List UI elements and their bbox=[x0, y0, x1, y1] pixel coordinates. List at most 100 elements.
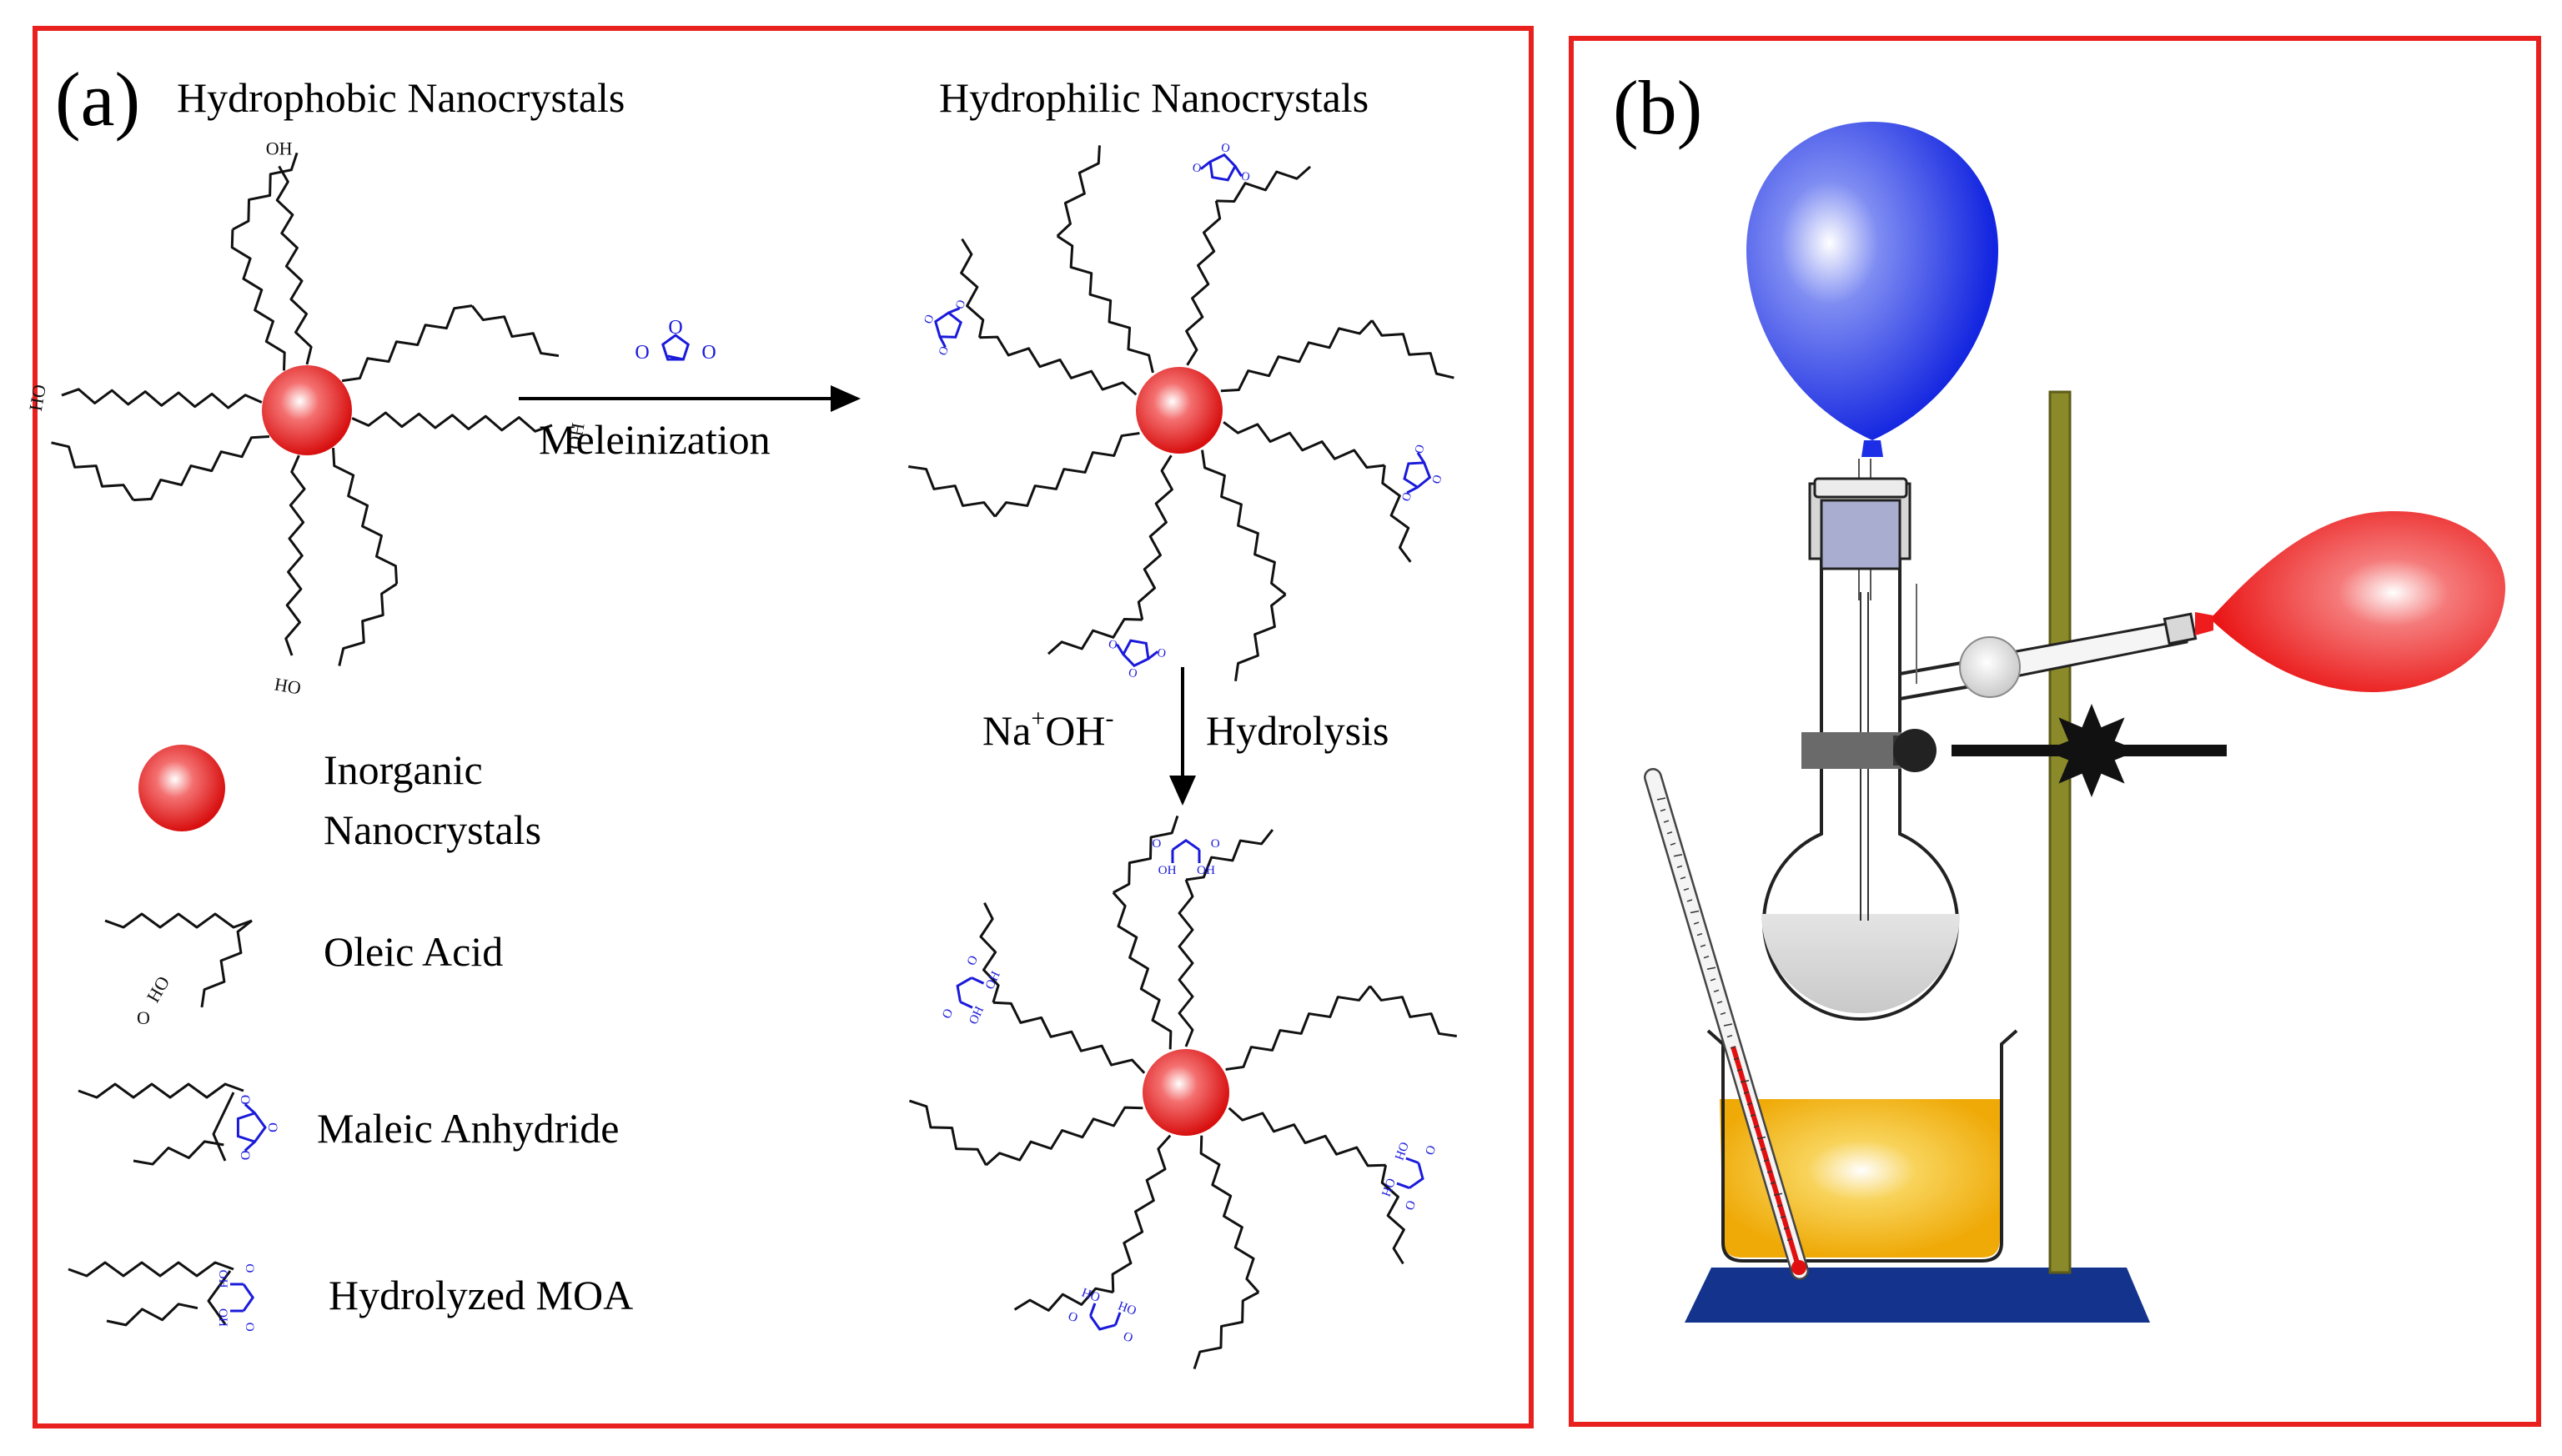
hydroxyl-label: OH bbox=[1080, 1285, 1102, 1304]
carbonyl-oxygen-label: O bbox=[1156, 645, 1167, 660]
alkyl-tail bbox=[1380, 1164, 1405, 1265]
base-label: Na+OH- bbox=[982, 705, 1113, 754]
carbonyl-oxygen-label: O bbox=[964, 953, 981, 967]
alkyl-tail bbox=[1056, 145, 1101, 238]
carbonyl-oxygen-label: O bbox=[137, 1007, 150, 1028]
thermometer-tick bbox=[1663, 820, 1670, 823]
hydrolyzed-chain bbox=[1112, 891, 1173, 1050]
carbonyl-oxygen-label: O bbox=[1240, 169, 1251, 184]
stand-rod bbox=[2048, 390, 2072, 1274]
oleic-chain bbox=[351, 411, 553, 433]
thermometer-tick bbox=[1720, 1012, 1726, 1016]
alkyl-tail bbox=[1047, 617, 1143, 655]
carboxyl-label: HO bbox=[143, 972, 174, 1006]
nanocrystal-core bbox=[1136, 367, 1223, 454]
hydrophilic-title: Hydrophilic Nanocrystals bbox=[939, 74, 1369, 121]
oleic-chain bbox=[341, 304, 473, 383]
maleinized-chain bbox=[1185, 200, 1222, 366]
carbonyl-oxygen-label: O bbox=[243, 1323, 257, 1332]
legend-inorganic-line2: Nanocrystals bbox=[324, 806, 541, 853]
carbonyl-oxygen-label: O bbox=[1122, 1328, 1135, 1345]
hydroxyl-label: OH bbox=[216, 1270, 230, 1288]
oleic-chain bbox=[275, 165, 313, 365]
maleinized-chain bbox=[993, 432, 1140, 518]
oleic-chain bbox=[470, 304, 560, 358]
ring-oxygen-label: O bbox=[668, 317, 682, 339]
carboxyl-label: OH bbox=[273, 674, 303, 699]
hydrolyzed-chain bbox=[1225, 985, 1372, 1071]
thermometer-tick bbox=[1756, 1136, 1766, 1140]
thermometer-tick bbox=[1700, 944, 1706, 947]
thermometer-tick bbox=[1780, 1215, 1786, 1219]
carbonyl-oxygen-label: O bbox=[238, 1095, 253, 1105]
thermometer-tick bbox=[1673, 854, 1683, 857]
alkyl-chain bbox=[207, 1270, 232, 1325]
carbonyl-oxygen-label: O bbox=[1067, 1308, 1080, 1325]
thermometer-tick bbox=[1666, 831, 1673, 835]
hydrolysis-label: Hydrolysis bbox=[1206, 707, 1389, 754]
synthesis-apparatus bbox=[1644, 122, 2505, 1323]
carbonyl-oxygen-label: O bbox=[238, 1150, 253, 1160]
thermometer-tick bbox=[1773, 1192, 1783, 1196]
thermometer-tick bbox=[1726, 1034, 1733, 1038]
hydrolyzed-chain bbox=[985, 1106, 1143, 1167]
thermometer-tick bbox=[1656, 797, 1666, 801]
oleic-chain bbox=[51, 441, 135, 501]
round-bottom-flask bbox=[1761, 459, 2198, 1021]
hydroxyl-label: OH bbox=[1379, 1177, 1398, 1198]
red-balloon bbox=[2195, 511, 2505, 693]
thermometer-tick bbox=[1753, 1125, 1760, 1128]
ring-oxygen-label: O bbox=[1128, 665, 1138, 680]
thermometer-tick bbox=[1693, 921, 1700, 925]
alkyl-tail bbox=[908, 1099, 987, 1166]
flask-solution bbox=[1761, 914, 1960, 1013]
ring-oxygen-label: O bbox=[265, 1122, 280, 1132]
stand-base bbox=[1685, 1268, 2150, 1323]
anhydride-ring-icon: OOO bbox=[1108, 636, 1167, 680]
thermometer-tick bbox=[1733, 1057, 1740, 1061]
thermometer-tick bbox=[1776, 1204, 1783, 1207]
oleic-chain bbox=[104, 912, 253, 929]
carbonyl-oxygen-label: O bbox=[953, 299, 969, 311]
ring-oxygen-label: O bbox=[1220, 141, 1231, 156]
alkyl-chain bbox=[133, 1140, 224, 1166]
thermometer-tick bbox=[1750, 1113, 1756, 1117]
carboxyl-label: HO bbox=[564, 421, 589, 451]
alkyl-tail bbox=[1113, 815, 1179, 894]
carbonyl-oxygen-label: O bbox=[1422, 1143, 1439, 1157]
thermometer-tick bbox=[1723, 1023, 1733, 1027]
thermometer-tick bbox=[1770, 1181, 1776, 1185]
alkyl-chain bbox=[106, 1303, 198, 1327]
legend: Inorganic Nanocrystals HOO Oleic Acid OO… bbox=[68, 745, 633, 1332]
alkyl-tail bbox=[1381, 464, 1412, 563]
oleic-chain bbox=[133, 435, 270, 502]
carbonyl-oxygen-label: O bbox=[1211, 836, 1220, 851]
alkyl-tail bbox=[1013, 1287, 1114, 1312]
oleic-chain bbox=[284, 454, 306, 656]
maleinized-chain bbox=[1137, 454, 1173, 620]
hydroxyl-label: OH bbox=[1117, 1298, 1138, 1318]
maleinized-chain bbox=[1056, 234, 1154, 374]
carboxyl-label: OH bbox=[266, 138, 293, 158]
carbonyl-oxygen-label: O bbox=[243, 1263, 257, 1273]
thermometer-tick bbox=[1783, 1227, 1790, 1230]
beaker bbox=[1706, 1029, 2018, 1263]
thermometer-tick bbox=[1746, 1102, 1753, 1106]
carbonyl-oxygen-label: O bbox=[937, 344, 952, 357]
anhydride-ring-icon: OOO bbox=[1399, 443, 1444, 502]
alkyl-tail bbox=[960, 238, 985, 339]
nanocrystal-core bbox=[1143, 1049, 1229, 1136]
maleinized-chain bbox=[1201, 449, 1287, 596]
carboxyl-label: HO bbox=[25, 383, 50, 413]
alkyl-chain bbox=[78, 1082, 244, 1099]
alkyl-tail bbox=[908, 465, 997, 518]
thermometer-tick bbox=[1686, 899, 1693, 902]
thermometer-tick bbox=[1703, 955, 1710, 959]
panel-a-label: (a) bbox=[55, 57, 140, 142]
carbonyl-oxygen-label: O bbox=[939, 1007, 956, 1021]
